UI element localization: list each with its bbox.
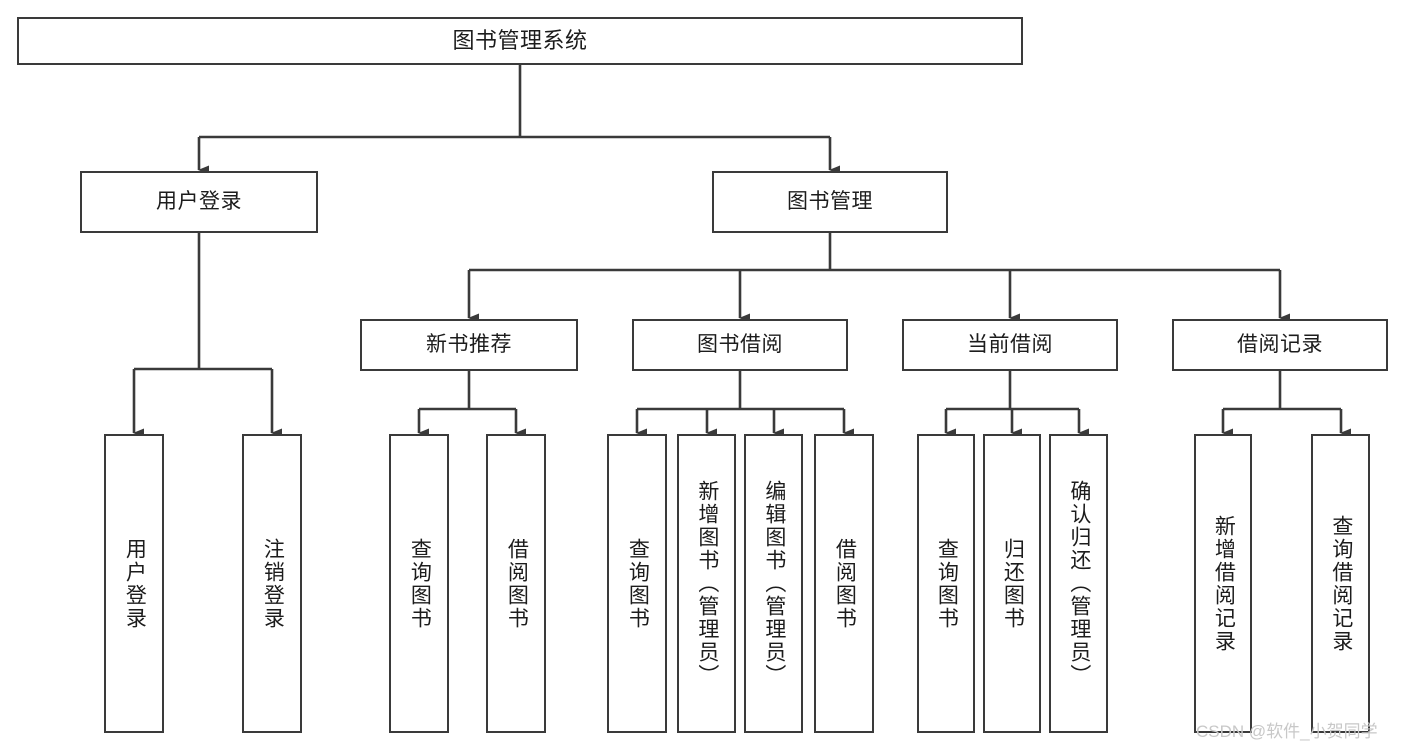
node-leaf-rlog-query: 查询借阅记录 [1311, 434, 1370, 733]
node-borrow-record: 借阅记录 [1172, 319, 1388, 371]
node-leaf-rlog-add: 新增借阅记录 [1194, 434, 1252, 733]
node-leaf-cur-confirm: 确认归还（管理员） [1049, 434, 1108, 733]
node-label-leaf-rlog-query: 查询借阅记录 [1329, 514, 1353, 653]
node-label-leaf-cur-confirm: 确认归还（管理员） [1067, 480, 1091, 687]
node-root: 图书管理系统 [17, 17, 1023, 65]
watermark-credit: CSDN @软件_小贺同学 [1196, 722, 1378, 741]
node-label-new-book-rec: 新书推荐 [426, 332, 512, 356]
node-new-book-rec: 新书推荐 [360, 319, 578, 371]
node-label-leaf-rlog-add: 新增借阅记录 [1212, 514, 1236, 653]
node-label-leaf-rec-borrow: 借阅图书 [505, 537, 529, 630]
node-user-login: 用户登录 [80, 171, 318, 233]
node-label-leaf-brw-edit: 编辑图书（管理员） [762, 480, 786, 687]
node-label-leaf-rec-query: 查询图书 [408, 537, 432, 630]
node-label-leaf-brw-query: 查询图书 [626, 537, 650, 630]
node-label-leaf-cur-return: 归还图书 [1001, 537, 1025, 630]
node-leaf-brw-add: 新增图书（管理员） [677, 434, 736, 733]
node-label-leaf-user-login: 用户登录 [123, 537, 147, 630]
node-leaf-brw-query: 查询图书 [607, 434, 667, 733]
node-label-root: 图书管理系统 [452, 28, 588, 54]
node-label-leaf-brw-add: 新增图书（管理员） [695, 480, 719, 687]
node-leaf-cur-return: 归还图书 [983, 434, 1041, 733]
node-leaf-user-logout: 注销登录 [242, 434, 302, 733]
node-label-borrow-record: 借阅记录 [1237, 332, 1323, 356]
node-label-current-borrow: 当前借阅 [967, 332, 1053, 356]
node-book-manage: 图书管理 [712, 171, 948, 233]
node-leaf-brw-lend: 借阅图书 [814, 434, 874, 733]
node-label-leaf-cur-query: 查询图书 [935, 537, 959, 630]
node-book-borrow: 图书借阅 [632, 319, 848, 371]
node-leaf-cur-query: 查询图书 [917, 434, 975, 733]
node-label-leaf-brw-lend: 借阅图书 [833, 537, 857, 630]
node-label-user-login: 用户登录 [156, 189, 242, 213]
node-label-leaf-user-logout: 注销登录 [261, 537, 285, 630]
node-current-borrow: 当前借阅 [902, 319, 1118, 371]
node-leaf-brw-edit: 编辑图书（管理员） [744, 434, 803, 733]
node-leaf-rec-query: 查询图书 [389, 434, 449, 733]
node-leaf-user-login: 用户登录 [104, 434, 164, 733]
node-label-book-borrow: 图书借阅 [697, 332, 783, 356]
node-leaf-rec-borrow: 借阅图书 [486, 434, 546, 733]
node-label-book-manage: 图书管理 [787, 189, 873, 213]
